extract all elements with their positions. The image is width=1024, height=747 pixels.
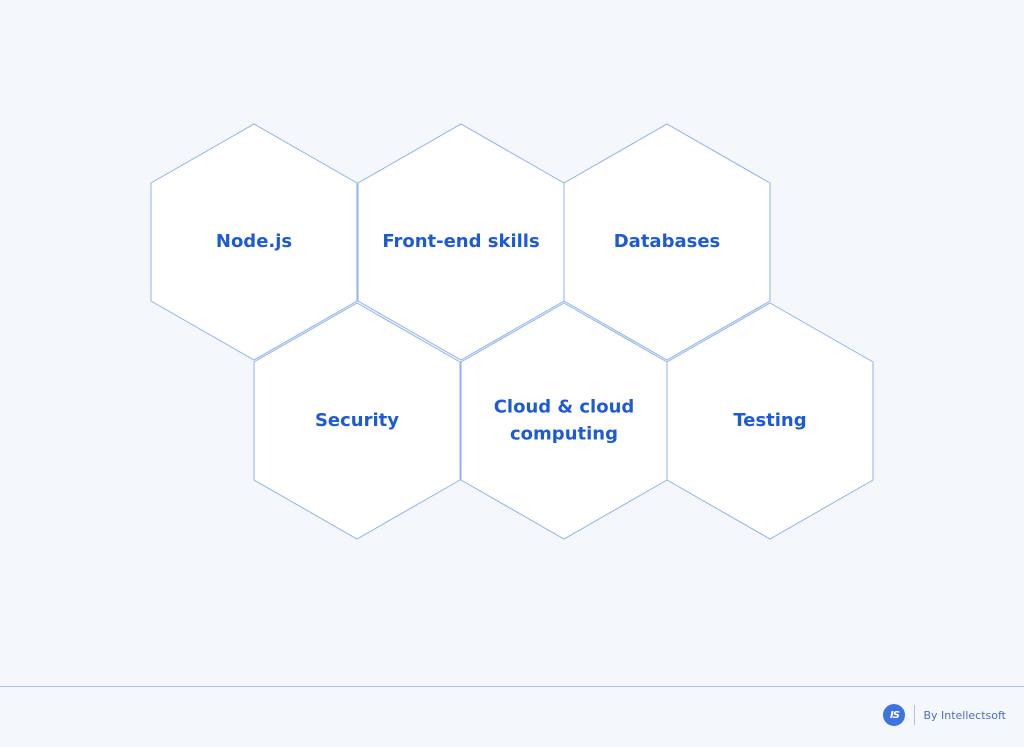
hexagon-databases: Databases [563, 123, 771, 361]
hexagon-label: Front-end skills [382, 231, 539, 252]
hexagon-shape [666, 302, 874, 540]
hexagon-security: Security [253, 302, 461, 540]
hexagon-label: Security [315, 410, 399, 431]
hexagon-label: Databases [614, 231, 721, 252]
hexagon-nodejs: Node.js [150, 123, 358, 361]
hexagon-cloud-computing: Cloud & cloud computing [460, 302, 668, 540]
brand-text: By Intellectsoft [923, 708, 1006, 722]
brand-credit[interactable]: IS By Intellectsoft [883, 703, 1006, 727]
intellectsoft-logo-icon: IS [883, 704, 906, 726]
hexagon-testing: Testing [666, 302, 874, 540]
footer-divider [0, 686, 1024, 687]
hexagon-label: Cloud & cloud [494, 397, 635, 418]
hexagon-layer: Node.js Front-end skills DatabasesSecurity… [150, 123, 874, 540]
hexagon-label: Testing [733, 410, 806, 431]
hexagon-shape [253, 302, 461, 540]
hexagon-shape [563, 123, 771, 361]
hexagon-shape [150, 123, 358, 361]
brand-separator [914, 705, 916, 725]
hexagon-label: computing [510, 424, 618, 445]
hexagon-label: Node.js [216, 231, 292, 252]
